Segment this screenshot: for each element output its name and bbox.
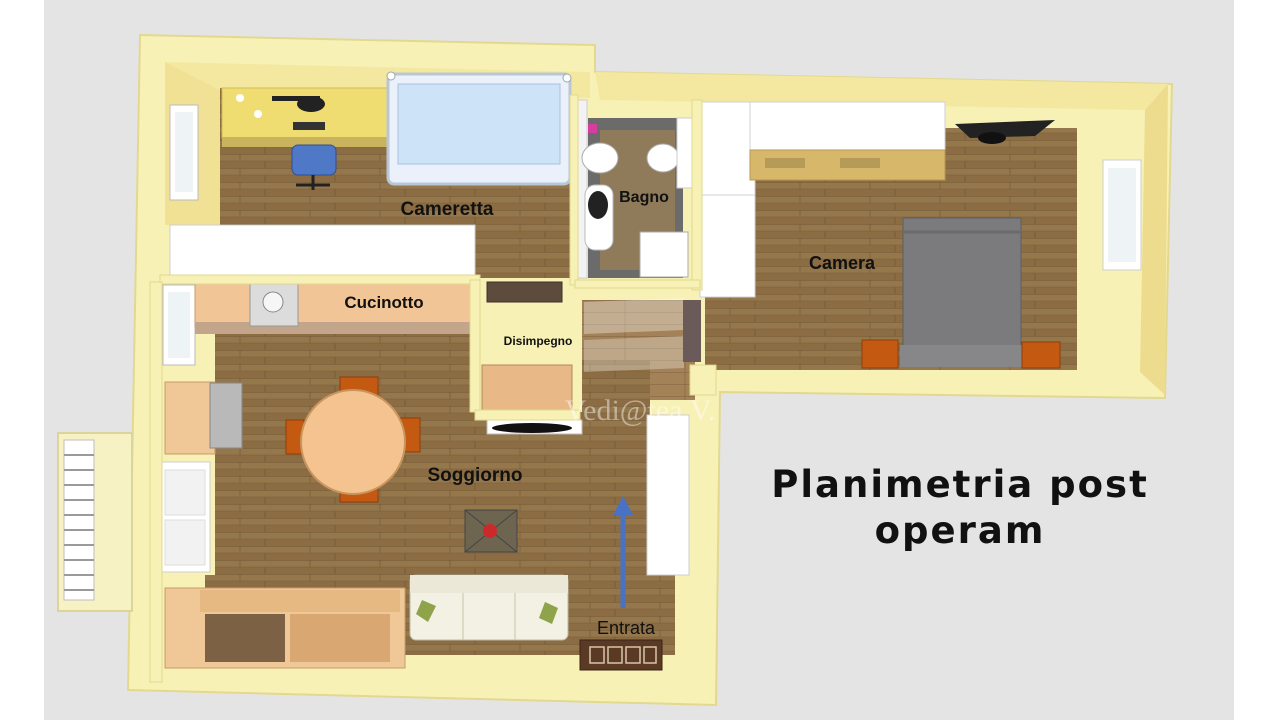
room-label-disimpegno: Disimpegno — [504, 334, 573, 348]
watermark: Vedi@tea.V. — [565, 394, 715, 427]
cameretta-furniture — [169, 71, 572, 278]
left-windows — [162, 104, 199, 366]
entrance-label: Entrata — [597, 618, 656, 638]
plan-title-line-1: Planimetria post — [771, 463, 1149, 506]
entrance-arrow — [613, 496, 633, 608]
interior-walls — [149, 94, 717, 683]
room-label-cameretta: Cameretta — [401, 199, 494, 220]
camera-furniture — [699, 101, 1142, 369]
disimpegno-area — [472, 281, 701, 435]
cucinotto-furniture — [159, 281, 471, 573]
plan-title-line-2: operam — [874, 509, 1046, 552]
plan-title: Planimetria post operam — [740, 462, 1180, 554]
room-label-bagno: Bagno — [619, 189, 669, 206]
room-label-soggiorno: Soggiorno — [428, 465, 523, 486]
room-label-cucinotto: Cucinotto — [344, 293, 423, 312]
room-label-camera: Camera — [809, 253, 876, 273]
balcony — [57, 432, 133, 612]
soggiorno-furniture — [164, 376, 690, 671]
bagno-fixtures — [576, 99, 696, 279]
